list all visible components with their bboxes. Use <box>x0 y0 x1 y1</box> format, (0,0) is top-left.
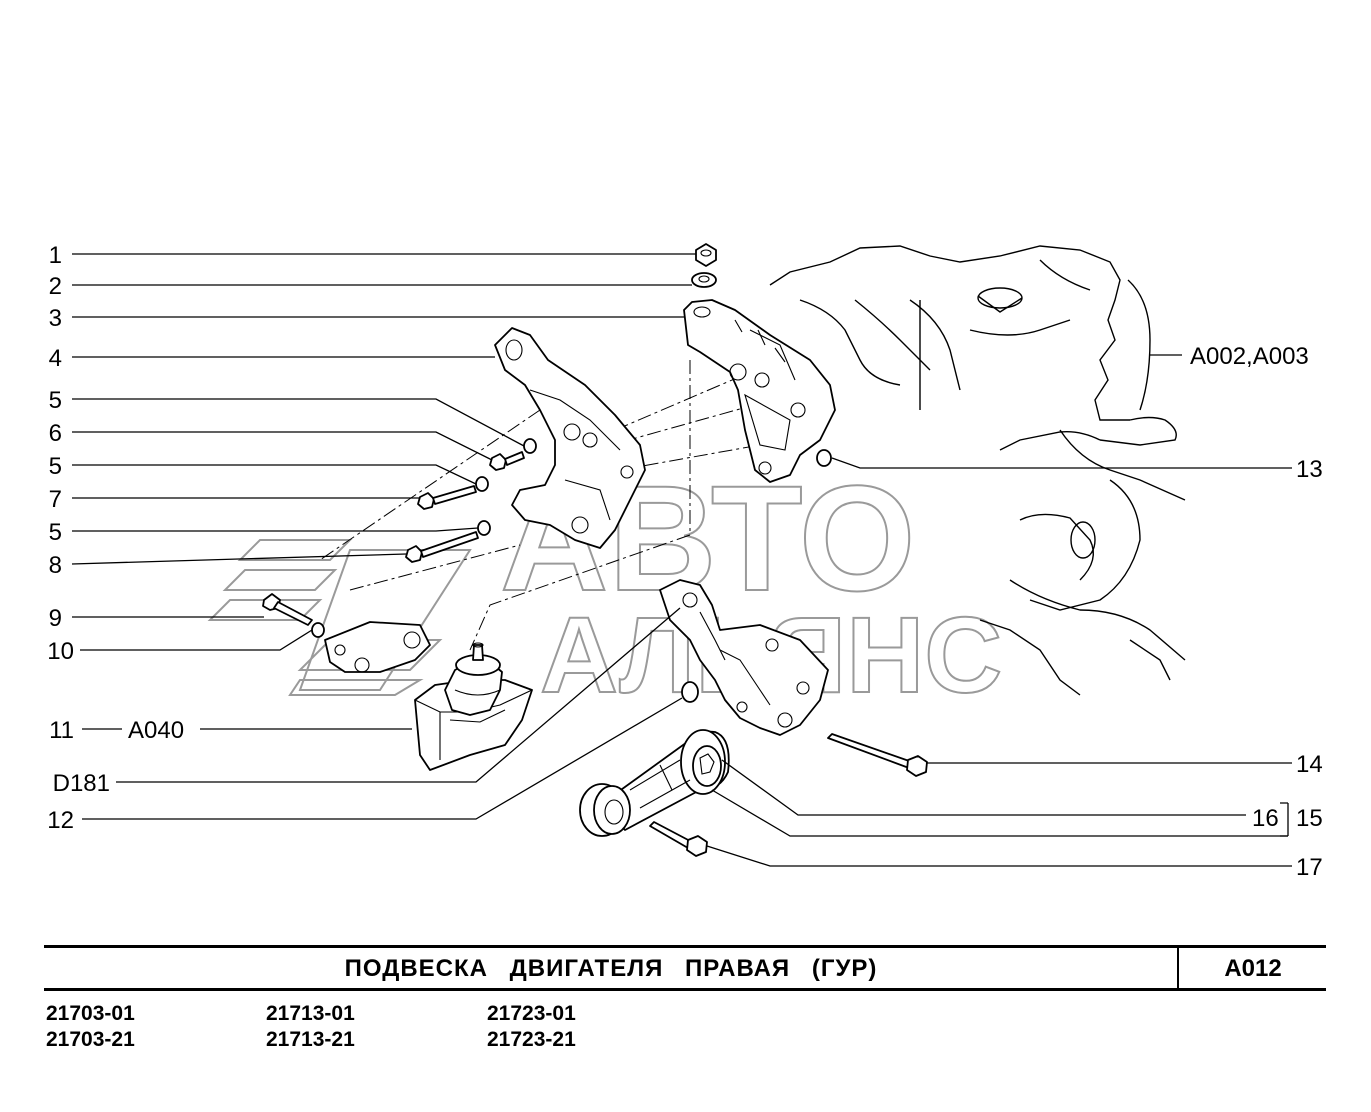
callout-16: 16 <box>1252 805 1279 832</box>
part-washer-2 <box>691 272 717 288</box>
callout-10: 10 <box>47 638 74 665</box>
page-title: ПОДВЕСКА ДВИГАТЕЛЯ ПРАВАЯ (ГУР) <box>344 955 878 982</box>
callout-15: 15 <box>1296 805 1323 832</box>
callout-9: 9 <box>49 605 62 632</box>
title-block-bottom-rule <box>44 988 1326 991</box>
model-code: 21723-21 <box>487 1028 576 1051</box>
part-bolt-8 <box>405 531 479 563</box>
callout-17: 17 <box>1296 854 1323 881</box>
title-block-divider <box>1177 945 1179 991</box>
callout-labels: 1 2 3 4 5 6 5 7 5 8 9 10 11 A040 D181 12… <box>47 242 1322 881</box>
callout-11: 11 <box>49 717 74 744</box>
part-washer-12 <box>681 681 699 703</box>
part-washer-5c <box>477 520 491 536</box>
ref-d181: D181 <box>53 770 110 797</box>
callout-5c: 5 <box>49 519 62 546</box>
part-mount-support-11 <box>414 642 533 771</box>
part-bolt-14 <box>827 733 928 777</box>
callout-5b: 5 <box>49 453 62 480</box>
part-plate-bracket <box>324 621 431 673</box>
callout-8: 8 <box>49 552 62 579</box>
part-bolt-6 <box>489 451 525 471</box>
callout-7: 7 <box>49 486 62 513</box>
callout-12: 12 <box>47 807 74 834</box>
part-bracket-4 <box>494 327 646 549</box>
callout-14: 14 <box>1296 751 1323 778</box>
callout-4: 4 <box>49 345 62 372</box>
engine-block-outline <box>769 245 1186 696</box>
callout-6: 6 <box>49 420 62 447</box>
part-washer-10 <box>311 622 325 638</box>
callout-1: 1 <box>49 242 62 269</box>
callout-13: 13 <box>1296 456 1323 483</box>
model-code: 21723-01 <box>487 1002 576 1025</box>
model-code: 21703-21 <box>46 1028 135 1051</box>
title-block-top-rule <box>44 945 1326 948</box>
model-code: 21713-21 <box>266 1028 355 1051</box>
ref-a040: A040 <box>128 717 184 744</box>
model-code: 21703-01 <box>46 1002 135 1025</box>
part-torque-rod-15 <box>579 729 730 837</box>
part-bolt-9 <box>262 593 313 626</box>
part-bracket-d181 <box>659 579 829 736</box>
part-bolt-7 <box>417 485 477 510</box>
part-washer-5a <box>523 438 537 454</box>
callout-3: 3 <box>49 305 62 332</box>
ref-a002-a003: A002,A003 <box>1190 343 1309 370</box>
leader-lines <box>71 253 1292 867</box>
part-bolt-17 <box>649 821 708 857</box>
part-washer-5b <box>475 476 489 492</box>
model-code: 21713-01 <box>266 1002 355 1025</box>
part-sleeve-13 <box>816 449 832 467</box>
part-nut-1 <box>695 243 717 267</box>
part-bracket-3 <box>683 299 836 483</box>
callout-5a: 5 <box>49 387 62 414</box>
page-code: A012 <box>1224 955 1282 982</box>
callout-2: 2 <box>49 273 62 300</box>
